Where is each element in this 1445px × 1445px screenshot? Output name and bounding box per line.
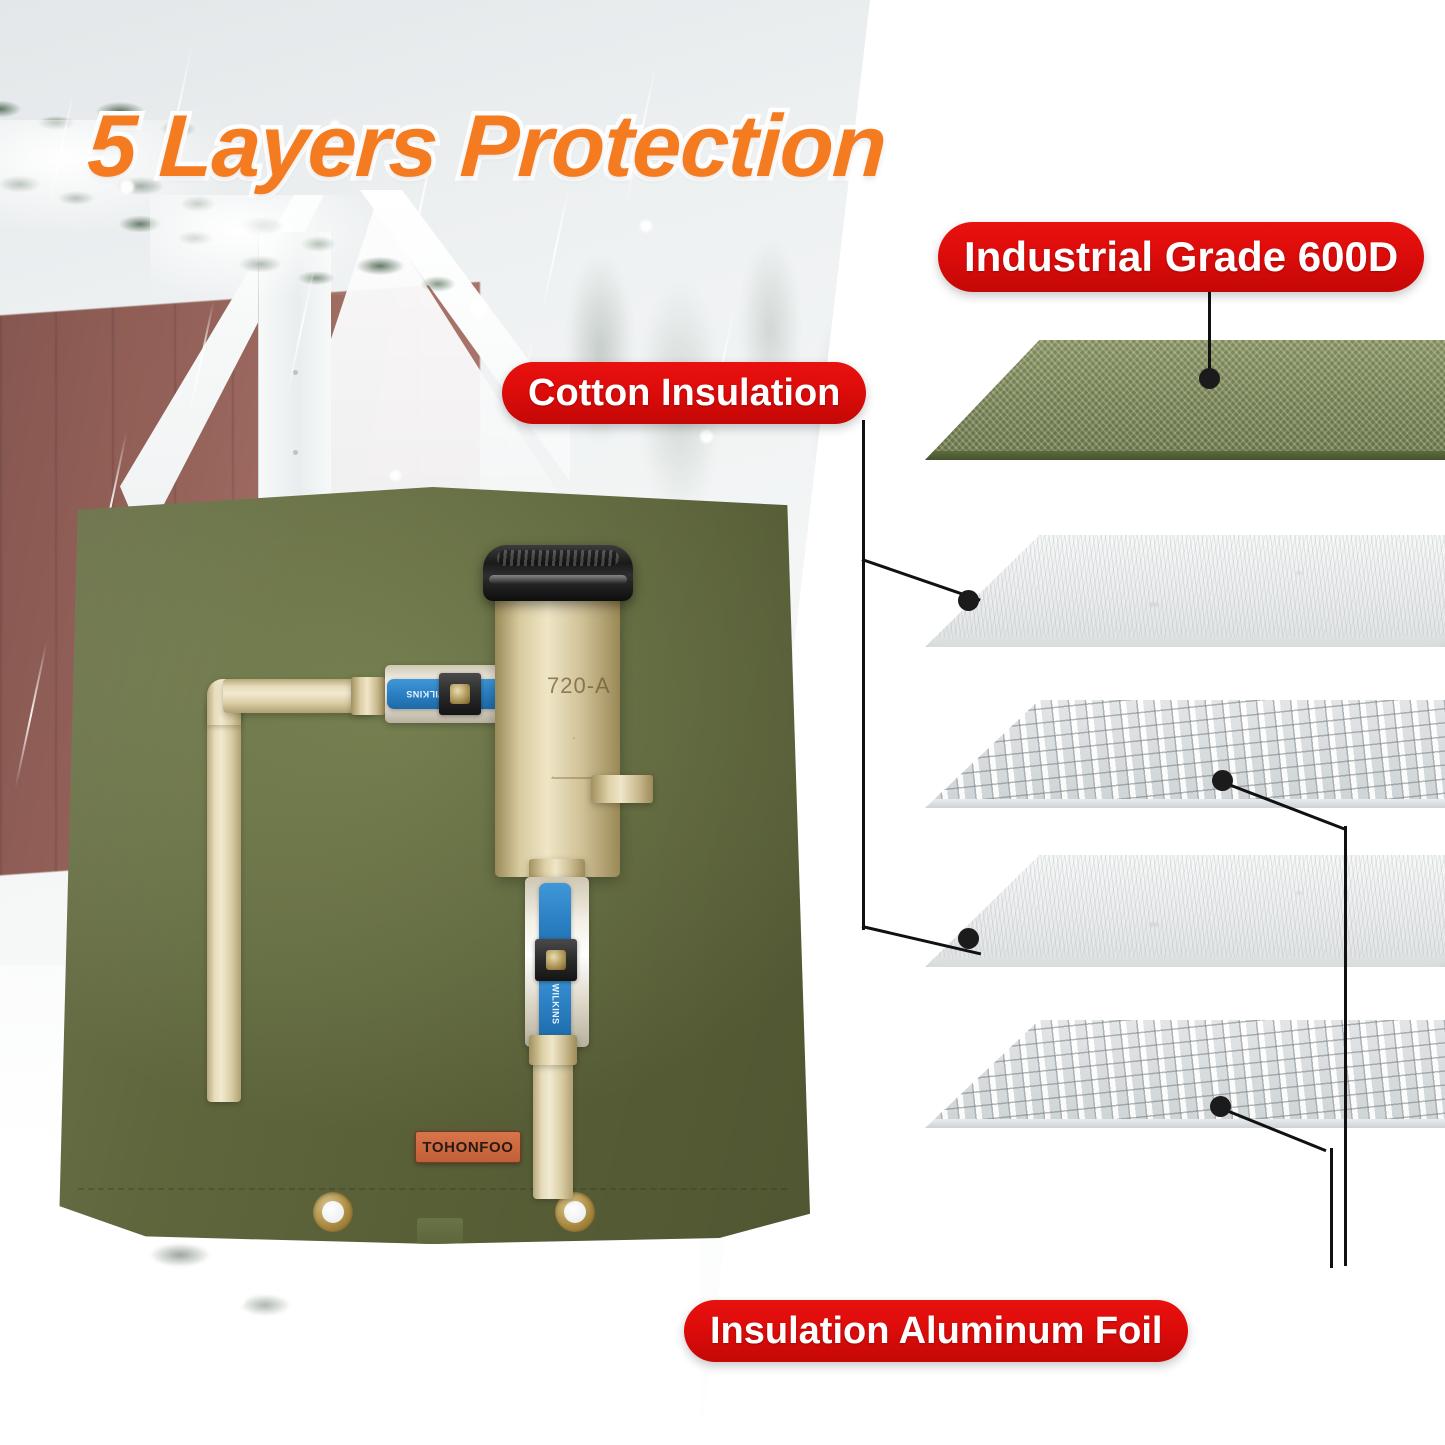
- brand-patch: TOHONFOO: [415, 1131, 521, 1163]
- fabric-edge: [925, 451, 1445, 460]
- leader-foil-trunk-2: [1330, 1148, 1333, 1268]
- callout-label-foil: Insulation Aluminum Foil: [710, 1309, 1163, 1352]
- cover-hem-stitch: [77, 1188, 788, 1190]
- leader-dot-cotton-2: [958, 928, 979, 949]
- backflow-preventer-cover: [59, 487, 810, 1244]
- outlet-coupling: [529, 1035, 577, 1065]
- callout-label-cotton: Cotton Insulation: [528, 371, 841, 414]
- valve-model-label: 720-A: [547, 673, 611, 698]
- cover-highlight: [59, 487, 810, 1244]
- leader-dot-600d: [1199, 368, 1220, 389]
- callout-industrial-grade-600d[interactable]: Industrial Grade 600D: [938, 222, 1425, 292]
- callout-label-600d: Industrial Grade 600D: [964, 233, 1399, 280]
- leader-dot-foil-1: [1212, 770, 1233, 791]
- ball-valve-2-nut: [535, 939, 577, 981]
- brand-label: TOHONFOO: [422, 1138, 514, 1156]
- valve-brand-2: WILKINS: [550, 983, 561, 1025]
- leader-dot-foil-2: [1210, 1096, 1231, 1117]
- riser-pipe-left: [207, 702, 241, 1102]
- cotton-fade: [925, 639, 1445, 647]
- valve-2-side-port: [591, 775, 653, 803]
- foil-edge: [925, 799, 1445, 808]
- backflow-valve-body: 720-A: [495, 587, 620, 877]
- leader-dot-cotton-1: [958, 590, 979, 611]
- cover-strap-tab: [417, 1218, 464, 1244]
- outlet-pipe: [533, 1039, 573, 1199]
- snow-on-bough-2: [150, 195, 370, 295]
- foil-edge-2: [925, 1119, 1445, 1128]
- grommet-left: [313, 1192, 353, 1232]
- ball-valve-1-nut: [439, 673, 481, 715]
- callout-insulation-aluminum-foil[interactable]: Insulation Aluminum Foil: [684, 1300, 1189, 1362]
- leader-foil-trunk-1: [1344, 826, 1347, 1266]
- valve-vent-cap: [483, 545, 633, 601]
- leader-cotton-trunk: [862, 420, 865, 930]
- leader-600d: [1208, 292, 1211, 382]
- cotton-fade-2: [925, 959, 1445, 967]
- callout-cotton-insulation[interactable]: Cotton Insulation: [502, 362, 867, 424]
- page-title: 5 Layers Protection: [81, 92, 893, 200]
- valve-cert-stamp: [551, 737, 597, 779]
- inlet-coupling: [351, 677, 385, 715]
